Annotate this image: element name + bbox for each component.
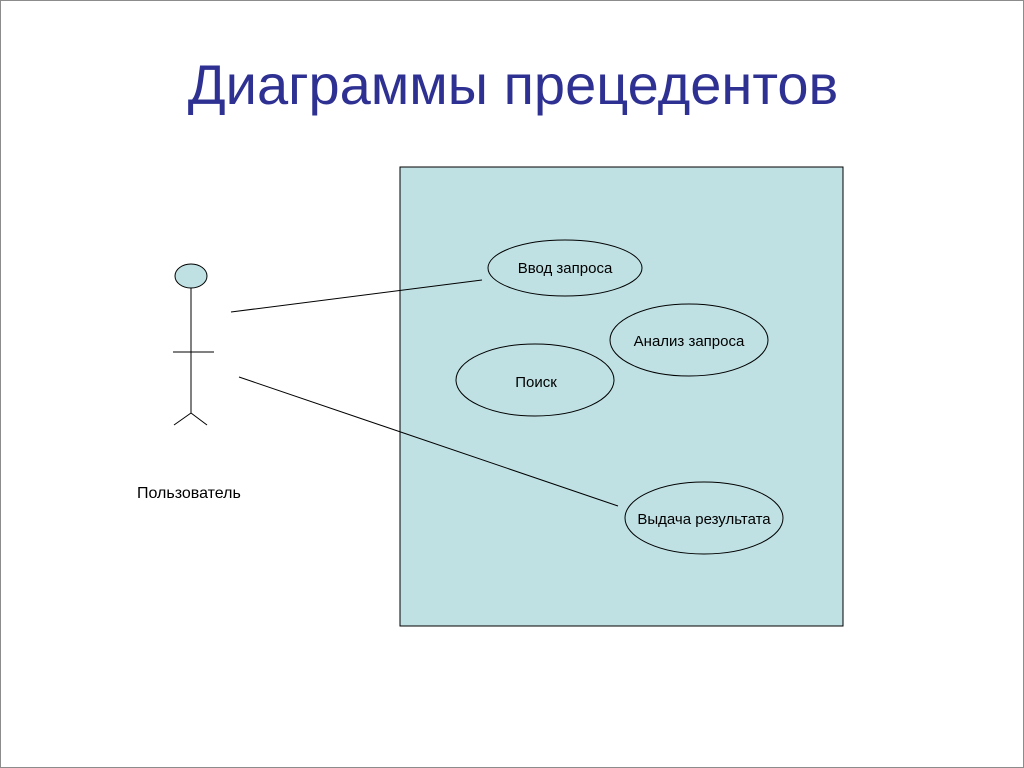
use-case-ellipse	[487, 239, 643, 297]
use-case-ellipse	[455, 343, 615, 417]
use-case-enter-query: Ввод запроса	[487, 239, 643, 297]
slide-title: Диаграммы прецедентов	[187, 53, 839, 116]
actor-head	[174, 263, 208, 289]
actor-label: Пользователь	[137, 485, 241, 502]
use-case-output-result: Выдача результата	[624, 481, 784, 555]
actor-figure	[173, 263, 214, 426]
use-case-label: Выдача результата	[637, 511, 771, 528]
use-case-ellipse	[624, 481, 784, 555]
actor-right-leg	[190, 412, 208, 426]
use-case-label: Ввод запроса	[518, 260, 613, 277]
use-case-label: Поиск	[515, 374, 557, 391]
association-enter-query	[230, 279, 483, 313]
use-case-label: Анализ запроса	[634, 333, 745, 350]
use-case-search: Поиск	[455, 343, 615, 417]
use-case-ellipse	[609, 303, 769, 377]
association-output-result	[238, 376, 619, 507]
use-case-analyze-query: Анализ запроса	[609, 303, 769, 377]
actor-left-leg	[173, 412, 192, 426]
